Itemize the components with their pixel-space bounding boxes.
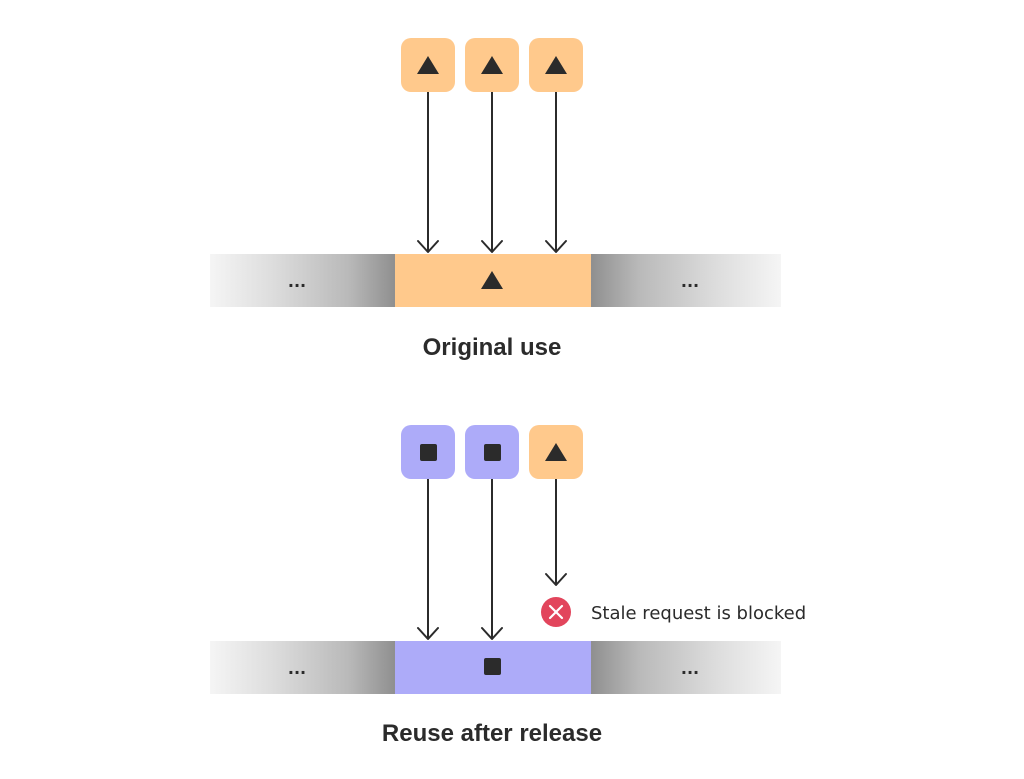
arrow-1: [417, 92, 439, 253]
section-reuse-after-release: Stale request is blocked ... ... Reuse a…: [210, 425, 806, 747]
caption-reuse-after-release: Reuse after release: [382, 720, 602, 747]
left-ellipsis: ...: [288, 659, 306, 678]
right-ellipsis: ...: [681, 659, 699, 678]
arrow-3: [545, 92, 567, 253]
arrow-2: [481, 92, 503, 253]
strip-right-fade: [591, 641, 781, 694]
pointer-tile-3-stale: [529, 425, 583, 479]
pointer-tile-2: [465, 425, 519, 479]
pointer-tile-1: [401, 38, 455, 92]
section-original-use: ... ... Original use: [210, 38, 781, 361]
arrow-1: [417, 479, 439, 640]
triangle-icon: [481, 56, 503, 74]
pointer-tile-2: [465, 38, 519, 92]
square-icon: [484, 658, 501, 675]
square-icon: [484, 444, 501, 461]
pointer-tile-1: [401, 425, 455, 479]
memory-strip: ... ...: [210, 254, 781, 307]
close-circle-icon: [541, 597, 571, 627]
triangle-icon: [545, 443, 567, 461]
triangle-icon: [417, 56, 439, 74]
arrow-2: [481, 479, 503, 640]
triangle-icon: [545, 56, 567, 74]
right-ellipsis: ...: [681, 272, 699, 291]
strip-left-fade: [210, 254, 395, 307]
caption-original-use: Original use: [423, 334, 562, 361]
square-icon: [420, 444, 437, 461]
arrow-3-blocked: [545, 479, 567, 586]
strip-left-fade: [210, 641, 395, 694]
left-ellipsis: ...: [288, 272, 306, 291]
strip-right-fade: [591, 254, 781, 307]
blocked-indicator: Stale request is blocked: [541, 597, 806, 627]
pointer-tile-3: [529, 38, 583, 92]
triangle-icon: [481, 271, 503, 289]
memory-strip: ... ...: [210, 641, 781, 694]
blocked-note: Stale request is blocked: [591, 603, 806, 624]
